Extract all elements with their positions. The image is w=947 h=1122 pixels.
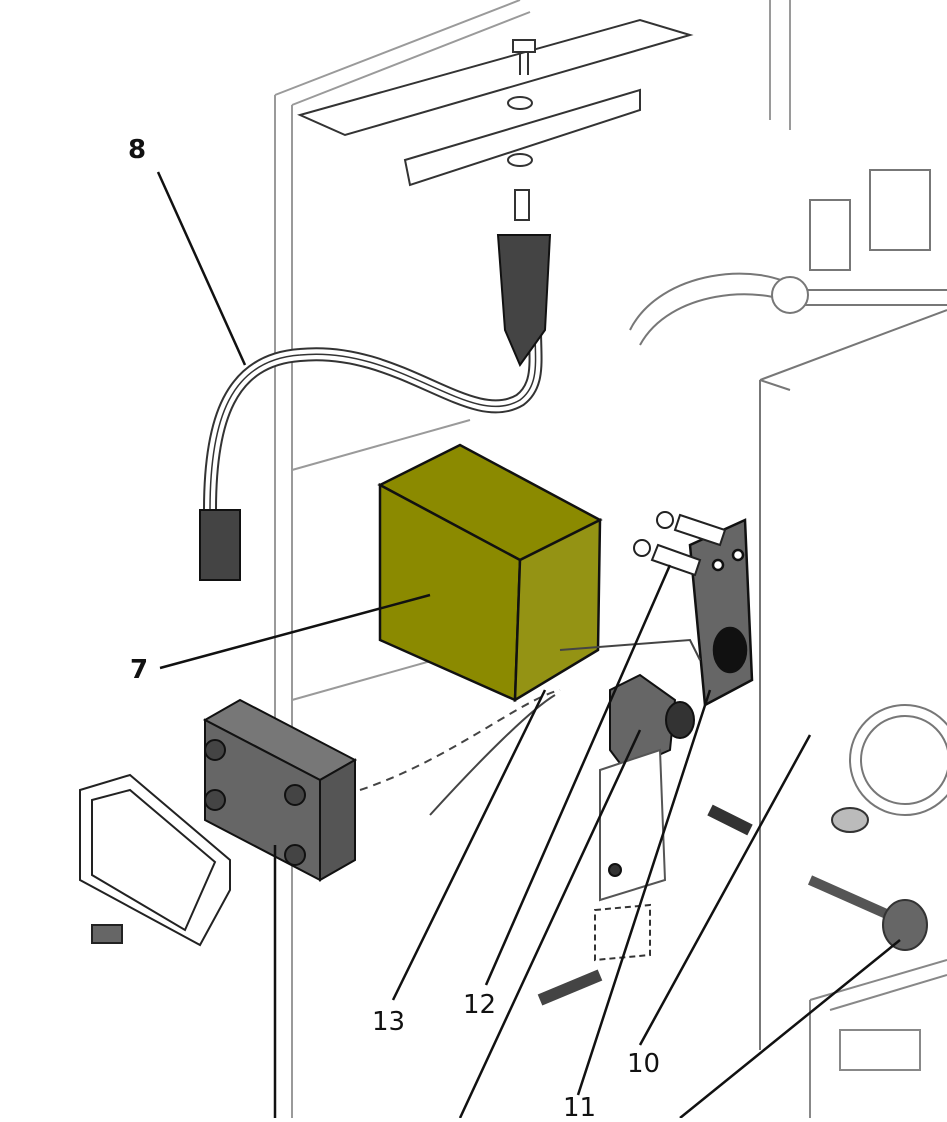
upper-right-plumbing	[629, 169, 947, 1050]
callout-label-11: 11	[563, 1093, 596, 1118]
callout-labels: 8 7 13 12 10 11	[128, 135, 660, 1122]
top-bracket	[297, 18, 694, 221]
switch-assembly	[537, 673, 753, 1006]
pressure-gauge	[831, 704, 947, 833]
callout-label-10: 10	[627, 1049, 660, 1079]
mounting-plate	[688, 518, 754, 707]
leader-lines	[156, 171, 901, 1119]
cable-harness	[199, 234, 552, 581]
terminal-connectors	[633, 511, 727, 577]
callout-label-7: 7	[130, 655, 148, 685]
control-box-highlighted	[377, 443, 603, 703]
relay-bracket	[79, 773, 231, 947]
knob	[807, 875, 928, 951]
callout-label-12: 12	[463, 990, 496, 1020]
control-box-side	[513, 517, 602, 703]
lower-housing	[809, 959, 947, 1118]
relay-block	[202, 698, 358, 882]
callout-label-8: 8	[128, 135, 146, 165]
dashed-wiring	[359, 638, 701, 816]
callout-label-13: 13	[372, 1007, 405, 1037]
